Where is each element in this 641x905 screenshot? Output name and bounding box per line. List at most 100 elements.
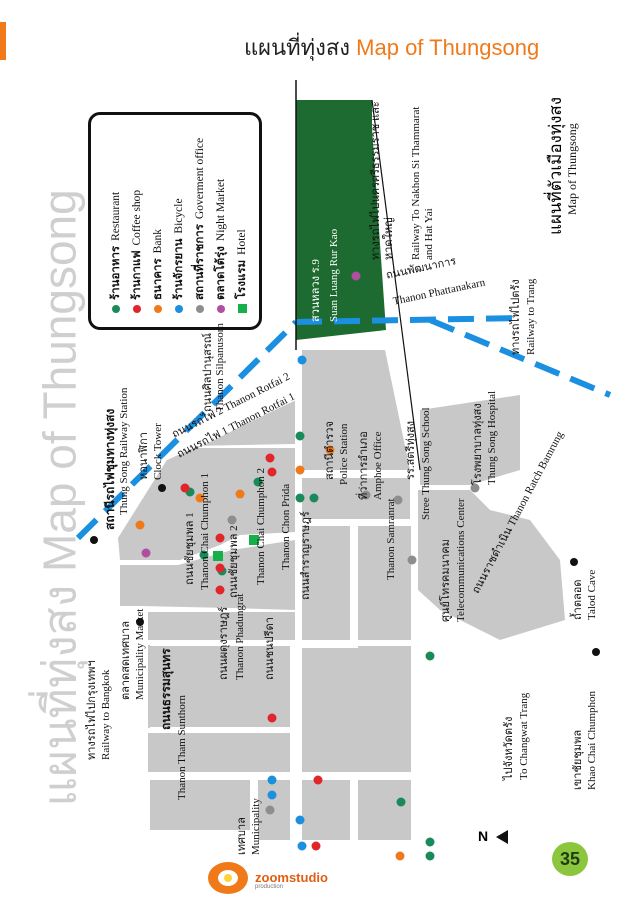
poi-gov-marker	[393, 495, 403, 505]
city-blocks	[118, 350, 565, 840]
poi-gov-marker	[227, 515, 237, 525]
label-sunthorn-th: ถนนธรรมสุนทร	[159, 648, 173, 730]
poi-bicycle-marker	[267, 775, 277, 785]
park-area	[296, 100, 386, 340]
poi-coffee-marker	[215, 533, 225, 543]
poi-restaurant-marker	[309, 493, 319, 503]
label-clock-tower-th: หอนาฬิกา	[138, 432, 150, 480]
compass: N	[478, 828, 509, 845]
block-se2	[358, 780, 412, 840]
poi-gov-marker	[361, 490, 371, 500]
label-municipality-th: เทศบาล	[236, 817, 248, 855]
label-clock-tower-en: Clock Tower	[152, 423, 164, 480]
label-park-th: สวนหลวง ร.9	[310, 259, 322, 322]
legend-label-th: ตลาดโต้รุ่ง	[215, 246, 227, 300]
page-title: แผนที่ทุ่งสง Map of Thungsong	[244, 30, 539, 65]
poi-restaurant-marker	[253, 477, 263, 487]
poi-bicycle-marker	[295, 815, 305, 825]
poi-restaurant-marker	[425, 651, 435, 661]
label-phadungrat-th: ถนนผดุงราษฎร์	[218, 606, 230, 680]
poi-gov-marker	[470, 483, 480, 493]
legend-label-en: Hotel	[236, 229, 248, 255]
legend-label-en: Goverment office	[194, 137, 206, 220]
block-central-s	[302, 648, 412, 772]
poi-bank-marker	[295, 465, 305, 475]
label-school-th: รร.สตรีทุ่งสง	[405, 420, 417, 480]
block-center	[302, 350, 410, 470]
legend-label-th: โรงแรม	[236, 259, 248, 299]
title-thai: แผนที่ทุ่งสง	[244, 35, 351, 60]
poi-coffee-marker	[265, 453, 275, 463]
label-silpanusorn-en: Thanon Silpanusorn	[214, 323, 226, 412]
roads	[150, 350, 417, 845]
label-railway-trang-th: ทางรถไฟไปตรัง	[510, 279, 522, 355]
block-telecom	[418, 490, 565, 640]
label-hospital-th: โรงพยาบาลทุ่งสง	[472, 403, 484, 485]
legend-label-en: Coffee shop	[131, 189, 143, 246]
block-samran	[302, 526, 350, 640]
poi-restaurant-marker	[199, 550, 209, 560]
label-chonprida-th: ถนนชนปรีดา	[264, 617, 276, 680]
legend-label-en: Bank	[152, 229, 164, 254]
red-dot-icon	[133, 305, 141, 313]
label-chaichumphon1-en: Thanon Chai Chumphon 1	[199, 472, 211, 590]
road-north	[371, 99, 421, 471]
poi-bank-marker	[325, 445, 335, 455]
railways	[75, 315, 612, 541]
brand-logo: zoomstudio production	[205, 856, 355, 896]
label-sunthorn-en: Thanon Tham Sunthorn	[176, 695, 188, 800]
label-samranrat-th: ถนนสำราญราษฎร์	[300, 511, 312, 600]
legend-item: ร้านอาหาร Restaurant	[107, 192, 125, 313]
landmark-marker	[158, 484, 166, 492]
poi-bicycle-marker	[297, 841, 307, 851]
block-sw	[148, 733, 290, 772]
label-railway-nakhon-en: Railway To Nakhon Si Thammarat and Hat Y…	[410, 106, 435, 260]
green-dot-icon	[112, 305, 120, 313]
landmark-marker	[90, 536, 98, 544]
block-station	[120, 540, 295, 610]
blue-dot-icon	[175, 305, 183, 313]
label-chaichumphon1-th: ถนนชัยชุมพล 1	[184, 512, 196, 585]
block-chai1	[190, 400, 295, 452]
poi-coffee-marker	[180, 483, 190, 493]
poi-gov-marker	[265, 805, 275, 815]
label-khao-chai-en: Khao Chai Chumphon	[586, 691, 598, 790]
landmark-marker	[592, 648, 600, 656]
legend-label-th: ร้านอาหาร	[110, 245, 122, 300]
green-square-icon	[237, 304, 247, 313]
legend-item: โรงแรม Hotel	[233, 229, 251, 313]
legend-label-en: Restaurant	[110, 191, 122, 241]
label-chonprida-en: Thanon Chon Prida	[280, 483, 292, 570]
label-market-en: Municipality Market	[134, 608, 146, 700]
label-amphoe-en: Amphoe Office	[372, 431, 384, 500]
block-center2	[302, 478, 410, 520]
poi-coffee-marker	[313, 775, 323, 785]
orange-tab	[0, 22, 6, 60]
label-talod-en: Talod Cave	[586, 569, 598, 620]
poi-hotel-marker	[249, 535, 259, 545]
brand-name: zoomstudio	[255, 870, 328, 885]
label-to-trang-en: To Changwat Trang	[518, 692, 530, 780]
block-north	[118, 448, 295, 560]
block-hospital	[420, 395, 520, 485]
label-town-map-en: Map of Thungsong	[565, 123, 579, 215]
title-english: Map of Thungsong	[356, 35, 540, 60]
block-samran2	[358, 526, 412, 650]
poi-coffee-marker	[215, 585, 225, 595]
label-chaichumphon2-en: Thanon Chai Chumphon 2	[255, 467, 267, 585]
label-railway-station-th: สถานีรถไฟชุมทางทุ่งสง	[103, 408, 117, 530]
block-se	[302, 780, 350, 840]
label-to-trang-th: ไปจังหวัดตรัง	[503, 716, 515, 780]
poi-coffee-marker	[267, 713, 277, 723]
label-police-th: สถานีตำรวจ	[324, 421, 336, 480]
railway-trang	[428, 317, 612, 398]
poi-bank-marker	[135, 520, 145, 530]
poi-coffee-marker	[267, 467, 277, 477]
label-railway-trang-en: Railway to Trang	[525, 278, 537, 355]
